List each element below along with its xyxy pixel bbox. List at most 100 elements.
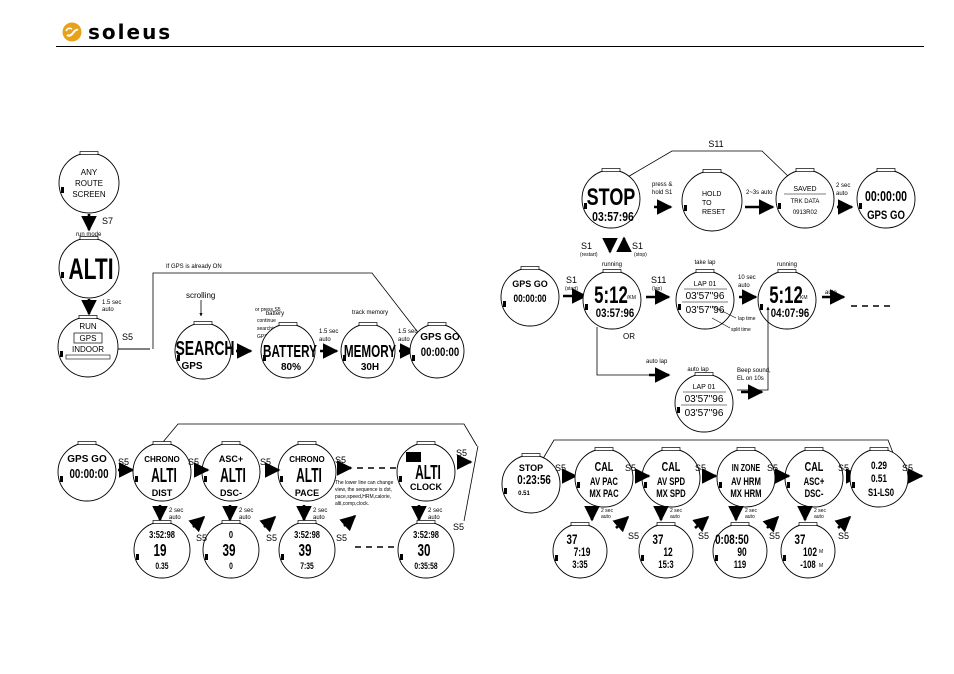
gps-go-time: 00:00:00 [421,346,459,359]
flow3-b3-bot: 7:35 [300,561,314,571]
flow4-b1-bot: 3:35 [572,559,588,572]
flow3-return-line [157,423,478,449]
flow3-auto2-l1-1: 2 sec [169,508,183,514]
flow3-w2-mid: ALTI [220,465,246,487]
flow4-auto2-l2-4: auto [814,514,824,520]
run-mode-label: run mode [76,232,102,238]
flow4-bottom-watch-2-battery-icon [641,555,644,561]
search-screen-top-button [193,321,213,325]
flow4-s5-3: S5 [695,463,706,473]
flow3-s5-3: S5 [260,457,271,467]
lap2-time2: 03'57"96 [685,408,724,419]
saved-screen-battery-icon [778,203,781,209]
flow4-s5-10: S5 [838,531,849,541]
flow4-b2-bot: 15:3 [658,559,673,572]
auto15-line2: auto [102,307,114,313]
search-gps-text: GPS [181,361,202,372]
flow4-watch-1-top-button [594,447,614,451]
flow3-diag-arrow-1 [188,515,206,533]
press-hold-line2: hold S1 [652,190,673,196]
flow3-auto2-l1-2: 2 sec [239,508,253,514]
any-route-screen-top-button [79,151,99,155]
flow3-w4-top: CHR [408,456,422,462]
auto10-line1: 10 sec [738,275,756,281]
flow3-note-line3: pace,speed,HRM,calorie, [335,494,391,500]
flow3-b2-bot: 0 [229,561,233,571]
running2-screen-battery-icon [760,304,763,310]
flow3-b4-mid: 30 [417,541,430,561]
run-menu-indoor: INDOOR [72,345,104,354]
run-menu-screen-top-button [78,315,98,319]
flow4-stop-screen-battery-icon [504,488,507,494]
flow4-s5-2: S5 [625,463,636,473]
flow4-w4-mid: ASC+ [804,476,825,489]
flow3-bottom-watch-4-battery-icon [400,554,403,560]
flow3-auto2-l1-3: 2 sec [313,508,327,514]
flow4-watch-3-top-button [736,447,756,451]
auto2-line2: auto [836,191,848,197]
flow3-bottom-watch-3-battery-icon [281,554,284,560]
flow4-stop-time: 0:23:56 [517,474,551,488]
track-memory-label: track memory [352,310,388,316]
s11-top-arc [625,150,791,179]
flow3-bottom-watch-3-top-button [297,520,317,524]
gps-highlight-box [73,332,103,344]
flow4-w1-top: CAL [595,461,614,475]
running1-label: running [602,262,622,268]
reset-gps-go: GPS GO [867,209,905,222]
km2-label: KM [800,295,808,301]
flow4-b4-mid: 102 [803,547,817,560]
continue-line: continue [257,318,276,324]
flow4-stop-screen-top-button [521,453,541,457]
flow3-w2-top: ASC+ [219,454,243,464]
search-text: SEARCH [175,336,234,359]
auto-lap-arrow-label: auto lap [646,359,668,365]
lap1-title: LAP 01 [694,281,717,288]
alti-screen-battery-icon [61,272,64,278]
battery-screen-battery-icon [263,355,266,361]
s11-lap-label: S11 [651,275,666,285]
flow4-w5-bot: S1-LS0 [868,487,894,500]
flow4-s5-6: S5 [902,463,913,473]
flow4-bottom-watch-3-battery-icon [715,555,718,561]
lap2-screen-top-button [694,372,714,376]
s1-stop-sub: (stop) [634,252,647,258]
flow3-w2-bot: DSC- [220,488,242,498]
battery-label: battery [266,311,284,317]
flow4-return-line [540,439,896,463]
flow3-bottom-watch-1-battery-icon [136,554,139,560]
flow3-auto2-l2-3: auto [313,515,325,521]
flow4-watch-5-top-button [869,447,889,451]
flow4-stop-dist: 0.51 [518,491,530,497]
beep-line1: Beep sound, [737,368,771,374]
memory-screen-top-button [358,322,378,326]
flow3-w4-mid: ALTI [415,462,441,484]
flow4-bottom-watch-1-top-button [570,522,590,526]
flow3-bottom-watch-1-top-button [152,520,172,524]
flow4-b4-top: 37 [795,531,806,547]
running2-label: running [777,262,797,268]
flow4-bottom-watch-4-battery-icon [783,555,786,561]
flow3-note-line4: alti,comp,clock. [335,501,369,507]
flow3-watch-2-top-button [221,441,241,445]
alti-screen-top-button [79,236,99,240]
flow3-gps-go-screen-top-button [77,441,97,445]
lap1-screen-top-button [695,269,715,273]
saved-id-text: 0913R02 [793,210,818,216]
alti-text: ALTI [68,254,113,286]
lap1-time1: 03'57"96 [686,291,725,302]
flow4-w3-mid: AV HRM [731,476,761,489]
gps-go-small-time: 00:00:00 [513,293,546,305]
auto15b-line2: auto [319,337,331,343]
running1-screen-top-button [602,269,622,273]
flow3-s5-4: S5 [335,455,346,465]
flow4-watch-3-battery-icon [719,482,722,488]
flow4-auto2-l1-3: 2 sec [745,508,757,514]
flow4-w4-top: CAL [805,461,824,475]
flow4-bottom-watch-3-top-button [730,522,750,526]
flow3-watch-3-top-button [297,441,317,445]
stop-screen-battery-icon [584,203,587,209]
flow4-b3-mid: 90 [737,547,747,560]
flow4-b4-bot: -108 [800,559,815,572]
flow3-right-line [463,445,479,522]
